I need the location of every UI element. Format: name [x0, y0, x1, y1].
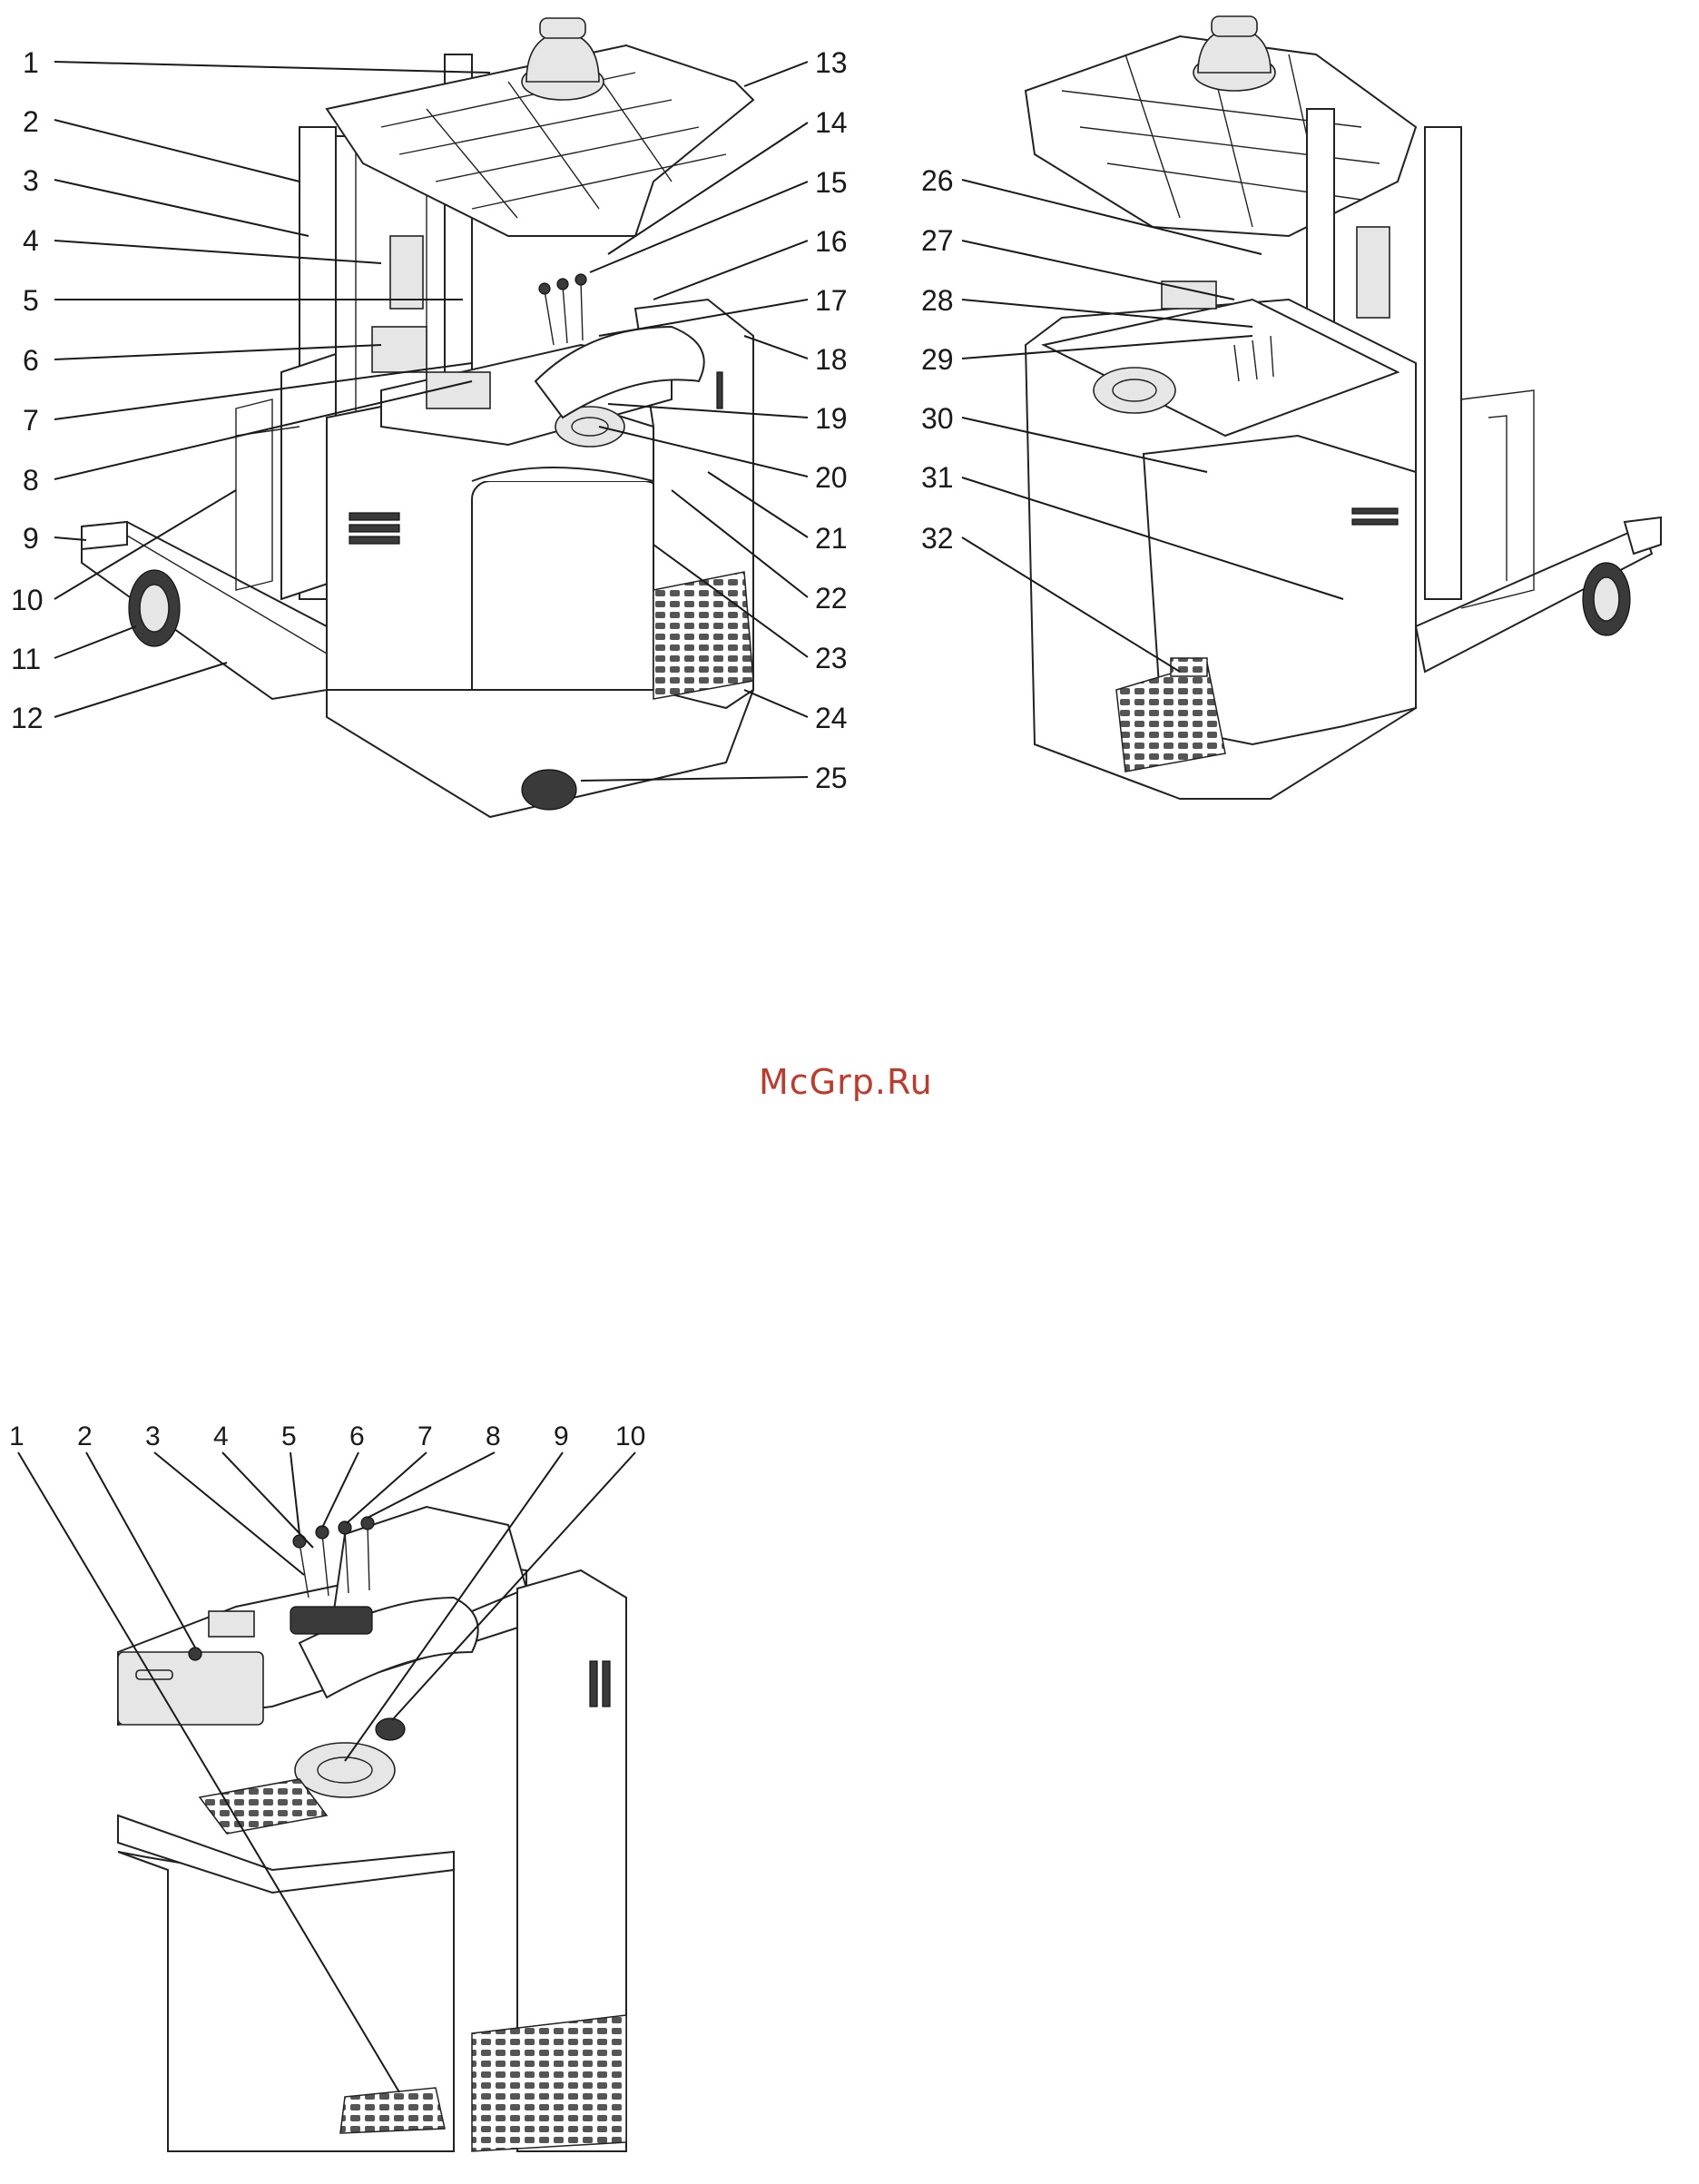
labels-fig2: 26 27 28 29 30 31 32 — [921, 164, 954, 555]
label-14: 14 — [815, 106, 848, 139]
label-24: 24 — [815, 702, 848, 734]
compartment-detail-view — [118, 1507, 626, 2151]
label-20: 20 — [815, 461, 848, 494]
label-4: 4 — [23, 224, 39, 257]
label-28: 28 — [921, 284, 954, 317]
labels-fig1-left: 1 2 3 4 5 6 7 8 9 10 11 12 — [11, 46, 44, 734]
label-3: 3 — [23, 164, 39, 197]
label-1: 1 — [23, 46, 39, 79]
label-8: 8 — [23, 464, 39, 497]
label-26: 26 — [921, 164, 954, 197]
label-detail-4: 4 — [213, 1422, 229, 1451]
labels-fig3: 1 2 3 4 5 6 7 8 9 10 — [9, 1422, 645, 1451]
label-17: 17 — [815, 284, 848, 317]
label-29: 29 — [921, 343, 954, 376]
watermark: McGrp.Ru — [759, 1062, 933, 1102]
label-10: 10 — [11, 584, 44, 616]
label-6: 6 — [23, 344, 39, 377]
label-27: 27 — [921, 224, 954, 257]
label-9: 9 — [23, 522, 39, 555]
label-16: 16 — [815, 225, 848, 258]
label-detail-3: 3 — [145, 1422, 161, 1451]
truck-rear-view — [1026, 16, 1661, 799]
label-detail-2: 2 — [77, 1422, 93, 1451]
label-detail-6: 6 — [349, 1422, 365, 1451]
control-levers — [539, 274, 586, 345]
label-22: 22 — [815, 582, 848, 615]
truck-front-view — [82, 18, 753, 817]
label-11: 11 — [11, 643, 41, 675]
label-detail-10: 10 — [615, 1422, 645, 1451]
label-23: 23 — [815, 642, 848, 674]
label-7: 7 — [23, 404, 39, 437]
label-21: 21 — [815, 522, 848, 555]
label-5: 5 — [23, 284, 39, 317]
label-13: 13 — [815, 46, 848, 79]
label-18: 18 — [815, 343, 848, 376]
label-detail-5: 5 — [281, 1422, 297, 1451]
label-31: 31 — [921, 461, 954, 494]
label-32: 32 — [921, 522, 954, 555]
label-detail-1: 1 — [9, 1422, 25, 1451]
label-2: 2 — [23, 105, 39, 138]
labels-fig1-right: 13 14 15 16 17 18 19 20 21 22 23 24 25 — [815, 46, 848, 794]
label-detail-9: 9 — [554, 1422, 569, 1451]
label-12: 12 — [11, 702, 44, 734]
label-detail-7: 7 — [417, 1422, 433, 1451]
label-detail-8: 8 — [486, 1422, 501, 1451]
label-19: 19 — [815, 402, 848, 435]
label-25: 25 — [815, 762, 848, 794]
label-30: 30 — [921, 402, 954, 435]
label-15: 15 — [815, 166, 848, 199]
